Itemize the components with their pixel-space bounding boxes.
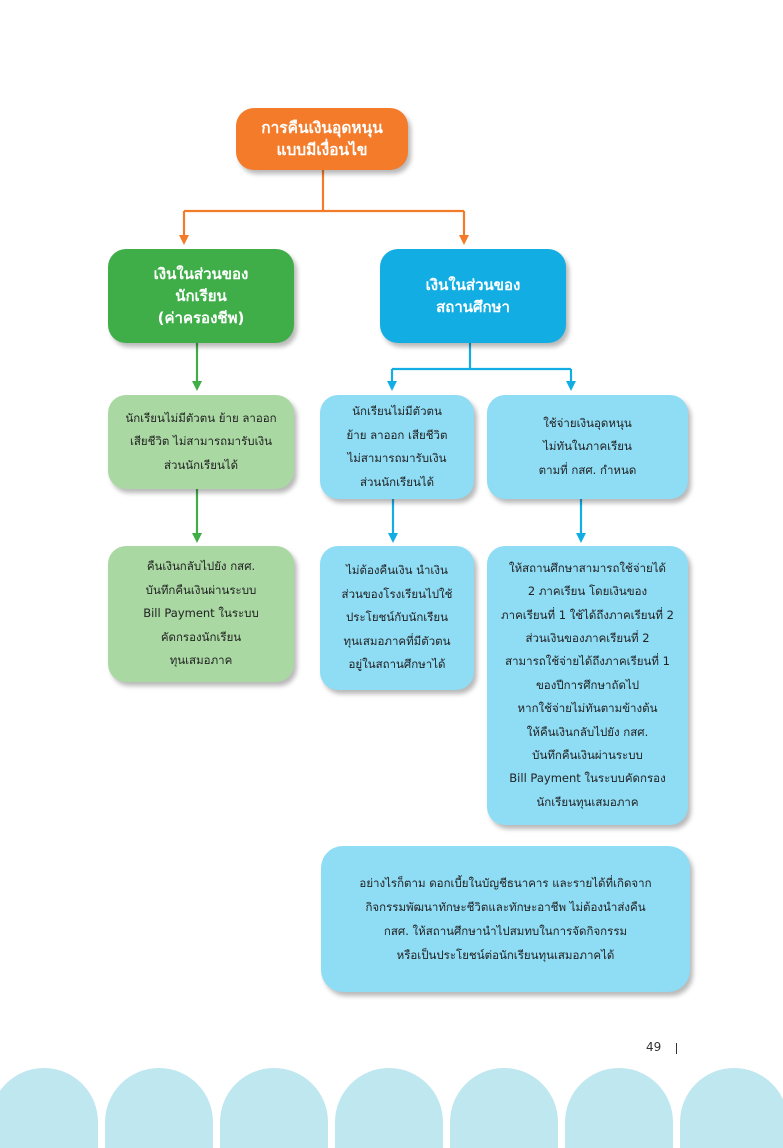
box-text-line: ส่วนของโรงเรียนไปใช้ [341,586,453,601]
box-text-line: นักเรียนไม่มีตัวตน ย้าย ลาออก [125,410,277,425]
box-text-line: ใช้จ่ายเงินอุดหนุน [543,415,632,430]
box-text-line: เงินในส่วนของ [153,265,249,283]
box-text-line: ส่วนเงินของภาคเรียนที่ 2 [525,630,650,645]
school-portion-header: เงินในส่วนของสถานศึกษา [380,249,566,343]
school-condition-a-box: นักเรียนไม่มีตัวตนย้าย ลาออก เสียชีวิตไม… [320,395,474,499]
box-text-line: แบบมีเงื่อนไข [276,141,368,159]
box-text-line: ทุนเสมอภาคที่มีตัวตน [343,633,451,648]
box-text-line: ประโยชน์กับนักเรียน [345,610,449,625]
box-text-line: หากใช้จ่ายไม่ทันตามข้างต้น [517,701,658,716]
box-text-line: สามารถใช้จ่ายได้ถึงภาคเรียนที่ 1 [505,654,670,669]
school-condition-b-box: ใช้จ่ายเงินอุดหนุนไม่ทันในภาคเรียนตามที่… [487,395,688,499]
box-text-line: เสียชีวิต ไม่สามารถมารับเงิน [129,434,272,449]
box-text-line: ไม่ต้องคืนเงิน นำเงิน [346,563,448,578]
box-text-line: นักเรียนไม่มีตัวตน [352,404,442,418]
box-text-line: ไม่ทันในภาคเรียน [543,439,632,454]
box-text-line: ภาคเรียนที่ 1 ใช้ได้ถึงภาคเรียนที่ 2 [501,607,674,622]
student-portion-header: เงินในส่วนของนักเรียน (ค่าครองชีพ) [108,249,294,343]
box-text-line: บันทึกคืนเงินผ่านระบบ [145,582,257,597]
box-text-line: ส่วนนักเรียนได้ [163,457,239,472]
box-text-line: นักเรียน [175,287,227,305]
root-connector [179,170,469,245]
page-number-divider [676,1043,677,1054]
box-text-line: ไม่สามารถมารับเงิน [347,451,447,465]
box-text-line: (ค่าครองชีพ) [157,309,245,327]
box-text-line: นักเรียนทุนเสมอภาค [536,794,639,809]
root-node: การคืนเงินอุดหนุนแบบมีเงื่อนไข [236,108,408,170]
box-text-line: ส่วนนักเรียนได้ [359,474,435,489]
box-text-line: ทุนเสมอภาค [169,653,233,668]
right-branch-connector [387,343,586,543]
page-number: 49 [646,1040,662,1054]
box-text-line: บันทึกคืนเงินผ่านระบบ [532,748,643,763]
box-text-line: สถานศึกษา [436,298,510,316]
box-text-line: ให้คืนเงินกลับไปยัง กสศ. [526,724,649,739]
box-text-line: ให้สถานศึกษาสามารถใช้จ่ายได้ [508,560,667,575]
box-text-line: 2 ภาคเรียน โดยเงินของ [527,584,648,599]
school-action-a-box: ไม่ต้องคืนเงิน นำเงินส่วนของโรงเรียนไปใช… [320,546,474,690]
box-text-line: ของปีการศึกษาถัดไป [535,677,640,692]
box-text-line: คัดกรองนักเรียน [160,629,242,644]
box-text-line: กิจกรรมพัฒนาทักษะชีวิตและทักษะอาชีพ ไม่ต… [365,900,646,914]
box-text-line: ตามที่ กสศ. กำหนด [538,462,637,477]
interest-income-note-box: อย่างไรก็ตาม ดอกเบี้ยในบัญชีธนาคาร และรา… [321,846,690,992]
student-condition-box: นักเรียนไม่มีตัวตน ย้าย ลาออกเสียชีวิต ไ… [108,395,294,489]
box-text-line: ย้าย ลาออก เสียชีวิต [346,427,448,442]
box-text-line: อยู่ในสถานศึกษาได้ [348,657,446,672]
box-text-line: อย่างไรก็ตาม ดอกเบี้ยในบัญชีธนาคาร และรา… [359,876,652,890]
box-text-line: เงินในส่วนของ [425,276,521,294]
connector-lines [179,170,586,543]
box-text-line: Bill Payment ในระบบ [143,606,259,621]
box-text-line: หรือเป็นประโยชน์ต่อนักเรียนทุนเสมอภาคได้ [396,948,615,962]
student-action-box: คืนเงินกลับไปยัง กสศ. บันทึกคืนเงินผ่านระ… [108,546,294,682]
box-text-line: Bill Payment ในระบบคัดกรอง [509,771,666,786]
school-action-b-box: ให้สถานศึกษาสามารถใช้จ่ายได้ 2 ภาคเรียน โ… [487,546,688,825]
box-text-line: การคืนเงินอุดหนุน [261,119,383,137]
box-text-line: กสศ. ให้สถานศึกษานำไปสมทบในการจัดกิจกรรม [383,924,628,938]
box-text-line: คืนเงินกลับไปยัง กสศ. [146,559,256,574]
